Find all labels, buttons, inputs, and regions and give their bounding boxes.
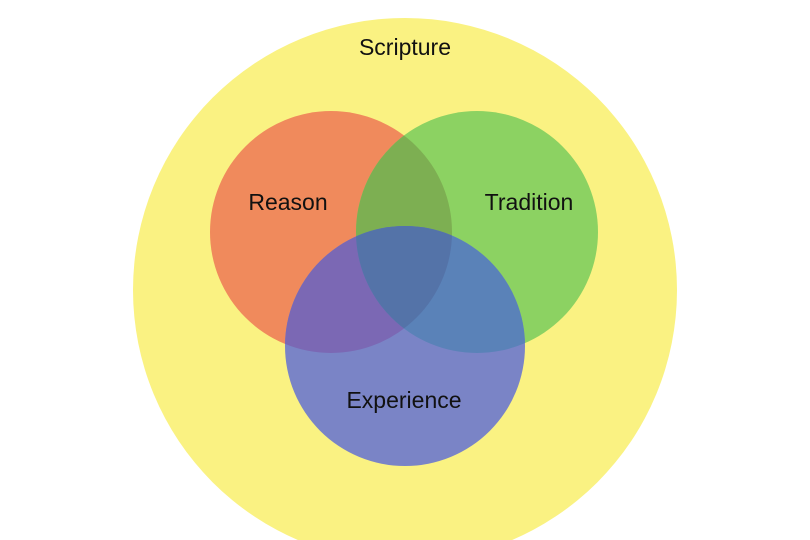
reason-label: Reason [248, 189, 327, 215]
experience-label: Experience [346, 387, 461, 413]
tradition-label: Tradition [485, 189, 574, 215]
scripture-label: Scripture [359, 34, 451, 60]
